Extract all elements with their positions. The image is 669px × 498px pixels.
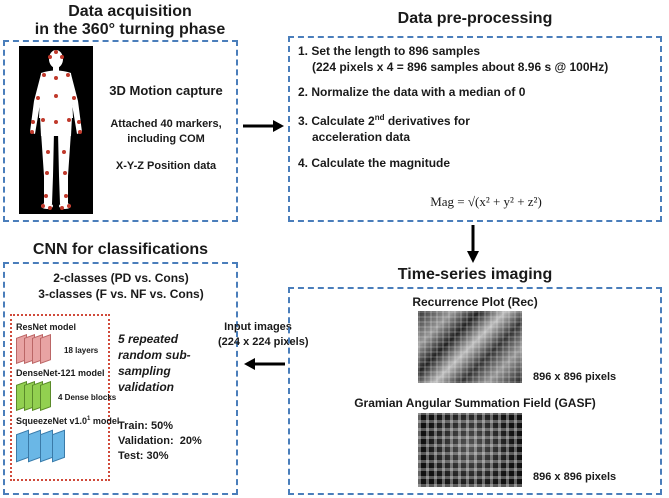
arrow-right-icon xyxy=(243,120,284,132)
rec-title: Recurrence Plot (Rec) xyxy=(412,295,538,309)
split-train: Train: 50% xyxy=(118,420,174,432)
step3-sup: nd xyxy=(374,113,385,122)
acquisition-box xyxy=(3,40,238,222)
preprocessing-box xyxy=(288,36,662,222)
split-validation: Validation: 20% xyxy=(118,435,202,447)
acquisition-title-line2: in the 360° turning phase xyxy=(34,21,226,38)
validation-line4: validation xyxy=(118,380,175,394)
rec-size-label: 896 x 896 pixels xyxy=(533,371,617,383)
squeezenet-sup: 1 xyxy=(87,416,91,422)
gasf-title: Gramian Angular Summation Field (GASF) xyxy=(354,396,596,410)
squeezenet-prefix: SqueezeNet v1.0 xyxy=(16,416,88,426)
body-silhouette-panel xyxy=(19,46,93,214)
step4: 4. Calculate the magnitude xyxy=(298,156,451,170)
split-test: Test: 30% xyxy=(118,450,169,462)
ts-box xyxy=(288,287,662,495)
squeezenet-label: SqueezeNet v1.01 model xyxy=(16,416,119,426)
step3-line1: 3. Calculate 2nd derivatives for xyxy=(298,110,658,129)
input-images-label: Input images (224 x 224 pixels) xyxy=(218,320,309,350)
resnet-label: ResNet model xyxy=(16,322,77,332)
acquisition-title-line1: Data acquisition xyxy=(68,3,192,20)
body-silhouette-icon xyxy=(30,50,82,210)
markers-line1: Attached 40 markers, xyxy=(110,118,222,130)
dense-blocks-label: 4 Dense blocks xyxy=(58,393,117,402)
motion-capture-label: 3D Motion capture xyxy=(109,83,223,98)
models-box xyxy=(10,314,110,481)
input-line1: Input images xyxy=(224,321,292,333)
classes-label: 2-classes (PD vs. Cons) 3-classes (F vs.… xyxy=(6,270,236,302)
validation-line2: random sub- xyxy=(118,348,191,362)
step1-line1: 1. Set the length to 896 samples xyxy=(298,44,481,58)
split-label: Train: 50% Validation: 20% Test: 30% xyxy=(118,419,202,464)
validation-line3: sampling xyxy=(118,364,171,378)
step1-line2: (224 pixels x 4 = 896 samples about 8.96… xyxy=(312,60,609,74)
step2: 2. Normalize the data with a median of 0 xyxy=(298,85,526,99)
recurrence-plot-image xyxy=(418,311,522,383)
resnet-layers-label: 18 layers xyxy=(64,346,99,355)
gasf-image xyxy=(418,413,522,487)
cnn-box xyxy=(3,262,238,495)
densenet-blocks-icon xyxy=(16,380,56,412)
squeezenet-suffix: model xyxy=(90,416,120,426)
step3-prefix: 3. Calculate 2 xyxy=(298,114,375,128)
markers-line2: including COM xyxy=(127,133,205,145)
validation-label: 5 repeated random sub- sampling validati… xyxy=(118,331,191,395)
input-line2: (224 x 224 pixels) xyxy=(218,336,309,348)
magnitude-formula: Mag = √(x² + y² + z²) xyxy=(430,194,542,209)
step3-suffix: derivatives for xyxy=(384,114,470,128)
preprocessing-steps: 1. Set the length to 896 samples (224 pi… xyxy=(298,43,658,171)
marker-dots xyxy=(30,50,82,210)
validation-line1: 5 repeated xyxy=(118,332,179,346)
classes-3: 3-classes (F vs. NF vs. Cons) xyxy=(38,287,204,301)
gasf-size-label: 896 x 896 pixels xyxy=(533,471,617,483)
classes-2: 2-classes (PD vs. Cons) xyxy=(53,271,189,285)
resnet-blocks-icon xyxy=(16,333,56,365)
arrow-left-icon xyxy=(244,358,285,370)
xyz-label: X-Y-Z Position data xyxy=(115,160,217,172)
squeezenet-blocks-icon xyxy=(16,429,66,463)
arrow-down-icon xyxy=(467,225,479,263)
ts-title: Time-series imaging xyxy=(397,266,553,283)
preprocessing-title: Data pre-processing xyxy=(397,10,553,27)
densenet-label: DenseNet-121 model xyxy=(16,368,105,378)
markers-label: Attached 40 markers, including COM xyxy=(100,117,232,147)
acquisition-title: Data acquisition in the 360° turning pha… xyxy=(15,3,245,39)
step3-line2: acceleration data xyxy=(312,130,411,144)
cnn-title: CNN for classifications xyxy=(32,241,209,258)
